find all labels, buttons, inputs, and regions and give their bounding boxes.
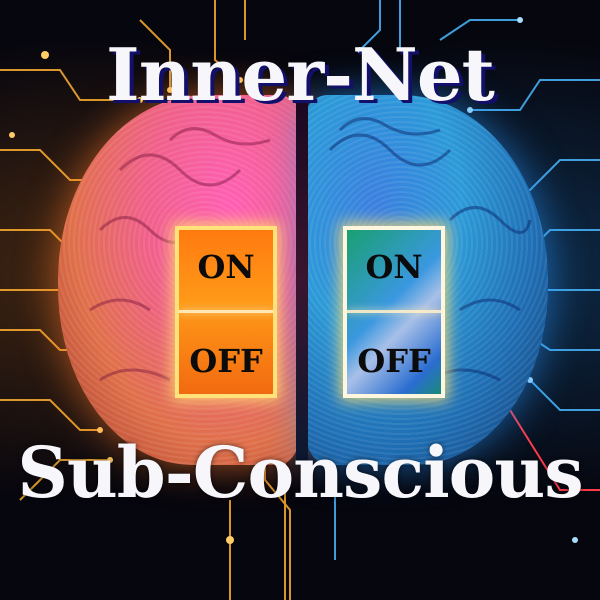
switch-divider (347, 310, 441, 313)
left-switch-on-label: ON (197, 248, 255, 286)
right-switch-on-label: ON (365, 248, 423, 286)
title-inner-net: Inner-Net (106, 32, 495, 117)
right-switch-off-label: OFF (357, 342, 431, 380)
title-sub-conscious: Sub-Conscious (17, 431, 583, 514)
brain-fissure (296, 95, 308, 465)
left-on-off-switch[interactable]: ON OFF (175, 226, 277, 398)
right-on-off-switch[interactable]: ON OFF (343, 226, 445, 398)
switch-divider (179, 310, 273, 313)
left-switch-off-label: OFF (189, 342, 263, 380)
